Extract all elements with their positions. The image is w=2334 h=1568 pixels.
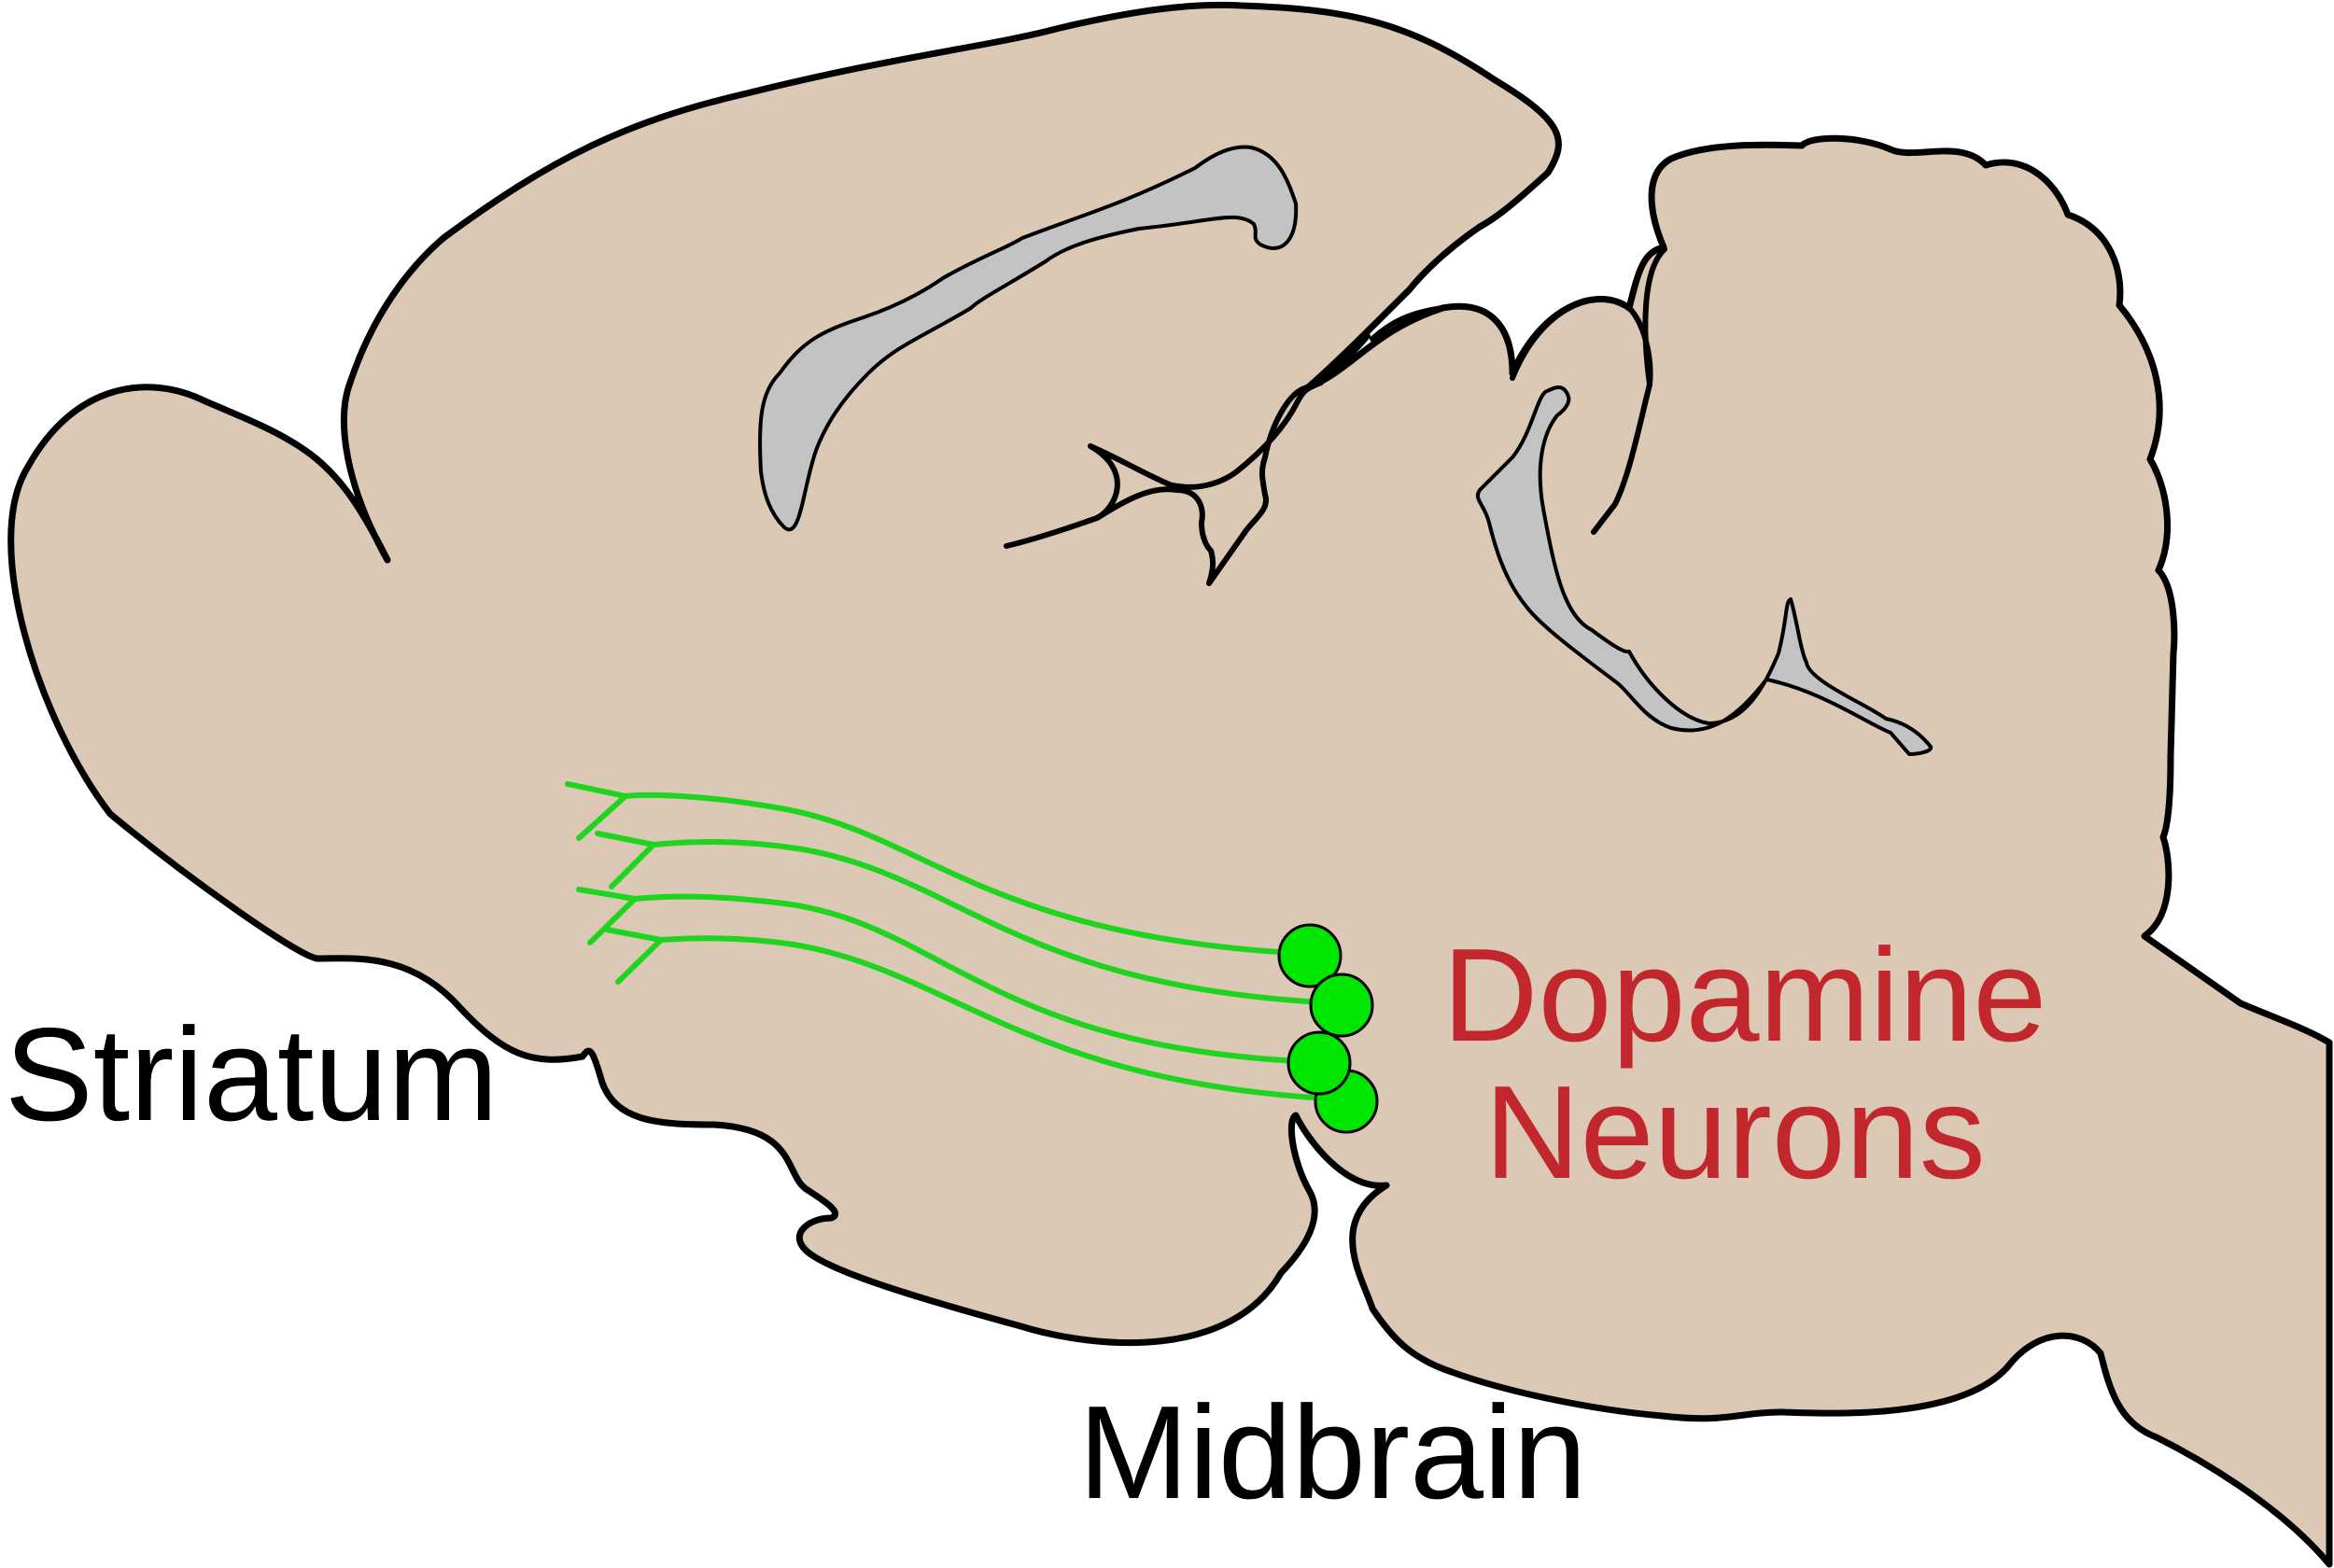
striatum-label: Striatum <box>5 1001 499 1149</box>
neuron-cell-3 <box>1287 1030 1352 1096</box>
fold-cerebellum-stem <box>1642 246 1667 387</box>
axon-4 <box>658 935 1349 1102</box>
axon-1 <box>623 791 1313 957</box>
lateral-ventricle <box>758 145 1299 532</box>
axon-3 <box>632 893 1322 1065</box>
brain-outline <box>7 1 2333 1568</box>
fourth-ventricle <box>1475 385 1933 756</box>
cortical-folds <box>1004 246 1667 586</box>
fold-colliculus <box>1370 305 1445 342</box>
dopamine-neurons <box>1277 923 1379 1134</box>
midbrain-label: Midbrain <box>1078 1379 1587 1527</box>
neuron-cell-2 <box>1309 973 1374 1038</box>
axon-branches <box>565 781 664 985</box>
axon-2 <box>651 838 1344 1006</box>
dopamine-axons <box>565 781 1349 1102</box>
dopamine-neurons-label-line1: Dopamine <box>1442 921 2046 1070</box>
dopamine-neurons-label-line2: Neurons <box>1484 1058 1986 1207</box>
fold-thalamus-inner <box>1094 333 1371 586</box>
neuron-cell-1 <box>1277 923 1343 988</box>
